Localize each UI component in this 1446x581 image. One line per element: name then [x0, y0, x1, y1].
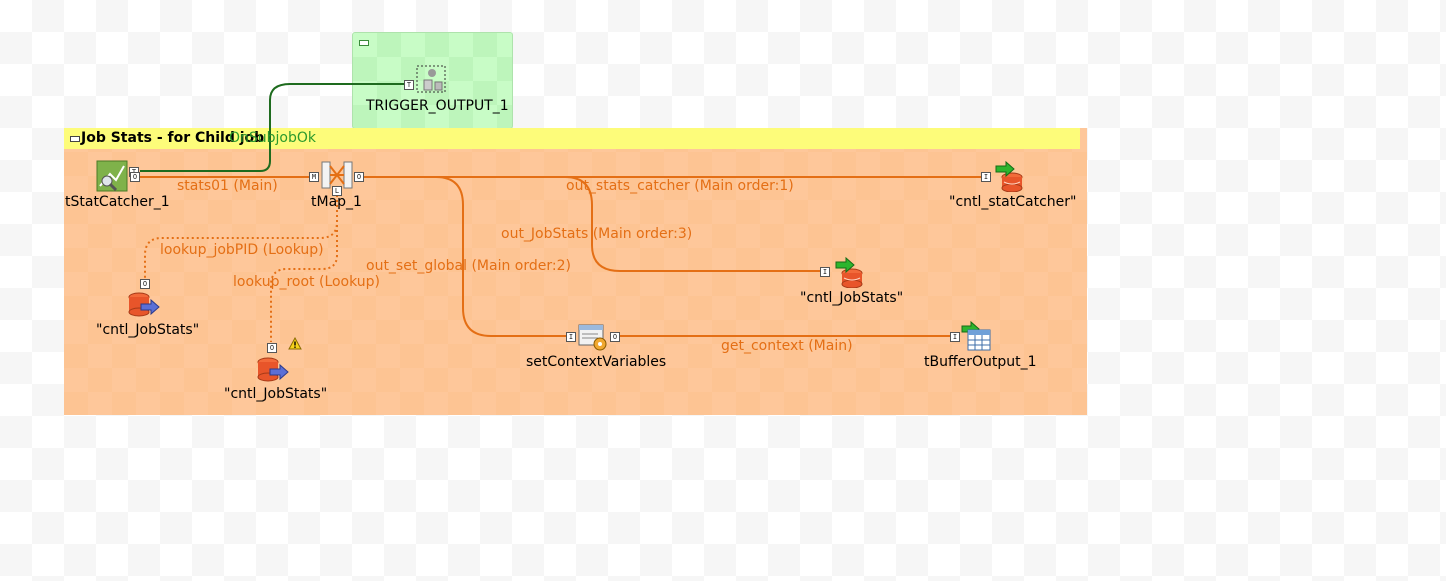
- tmap-icon[interactable]: [320, 160, 354, 190]
- set-context-input-port[interactable]: I: [566, 332, 576, 342]
- lookup-jobpid-link-line[interactable]: [144, 190, 338, 282]
- set-context-output-port[interactable]: O: [610, 332, 620, 342]
- lookup-jobpid-db-label[interactable]: "cntl_JobStats": [96, 322, 200, 338]
- db-input-icon[interactable]: [127, 290, 161, 320]
- job-stats-subjob-header[interactable]: [64, 128, 1080, 149]
- tmap-output-port[interactable]: O: [354, 172, 364, 182]
- trigger-output-label[interactable]: TRIGGER_OUTPUT_1: [366, 98, 509, 114]
- stats01-link-label[interactable]: stats01 (Main): [177, 178, 278, 194]
- out-stats-catcher-link-label[interactable]: out_stats_catcher (Main order:1): [566, 178, 794, 194]
- buffer-output-icon[interactable]: [961, 320, 993, 352]
- out-jobstats-link-label[interactable]: out_JobStats (Main order:3): [501, 226, 693, 242]
- cntl-jobstats-output-label[interactable]: "cntl_JobStats": [800, 290, 904, 306]
- cntl-jobstats-input-port[interactable]: I: [820, 267, 830, 277]
- lookup-root-db-label[interactable]: "cntl_JobStats": [224, 386, 328, 402]
- onsubjobok-link-label[interactable]: OnSubjobOk: [229, 130, 317, 146]
- buffer-output-label[interactable]: tBufferOutput_1: [924, 354, 1037, 370]
- stat-catcher-output-port[interactable]: O: [130, 172, 140, 182]
- out-jobstats-link-line[interactable]: [362, 176, 822, 272]
- set-context-icon[interactable]: [576, 322, 610, 352]
- lookup-root-link-line[interactable]: [270, 190, 338, 342]
- buffer-output-input-port[interactable]: I: [950, 332, 960, 342]
- lookup-root-link-label[interactable]: lookup_root (Lookup): [233, 274, 381, 290]
- out-set-global-link-line[interactable]: [362, 176, 566, 337]
- subjob-title[interactable]: Job Stats - for Child job: [81, 130, 265, 146]
- lookup-db1-output-port[interactable]: O: [140, 279, 150, 289]
- stat-catcher-icon[interactable]: [96, 160, 128, 192]
- trigger-output-icon[interactable]: [415, 64, 447, 94]
- cntl-statcatcher-label[interactable]: "cntl_statCatcher": [949, 194, 1077, 210]
- warning-icon[interactable]: [288, 337, 302, 350]
- lookup-jobpid-link-label[interactable]: lookup_jobPID (Lookup): [160, 242, 324, 258]
- db-input-icon[interactable]: [256, 355, 290, 385]
- job-stats-subjob[interactable]: [64, 128, 1087, 415]
- trigger-input-port[interactable]: T: [404, 80, 414, 90]
- set-context-label[interactable]: setContextVariables: [526, 354, 667, 370]
- get-context-link-label[interactable]: get_context (Main): [721, 338, 853, 354]
- subjob-collapse-button[interactable]: [70, 136, 80, 142]
- trigger-link-line[interactable]: [140, 83, 404, 172]
- tmap-main-input-port[interactable]: M: [309, 172, 319, 182]
- db-output-icon[interactable]: [992, 160, 1026, 192]
- cntl-statcatcher-input-port[interactable]: I: [981, 172, 991, 182]
- out-set-global-link-label[interactable]: out_set_global (Main order:2): [366, 258, 571, 274]
- tmap-label[interactable]: tMap_1: [311, 194, 362, 210]
- lookup-db2-output-port[interactable]: O: [267, 343, 277, 353]
- tmap-lookup-port[interactable]: L: [332, 186, 342, 196]
- trigger-subjob-collapse-button[interactable]: [359, 40, 369, 46]
- db-output-icon[interactable]: [832, 256, 866, 288]
- stat-catcher-label[interactable]: tStatCatcher_1: [65, 194, 170, 210]
